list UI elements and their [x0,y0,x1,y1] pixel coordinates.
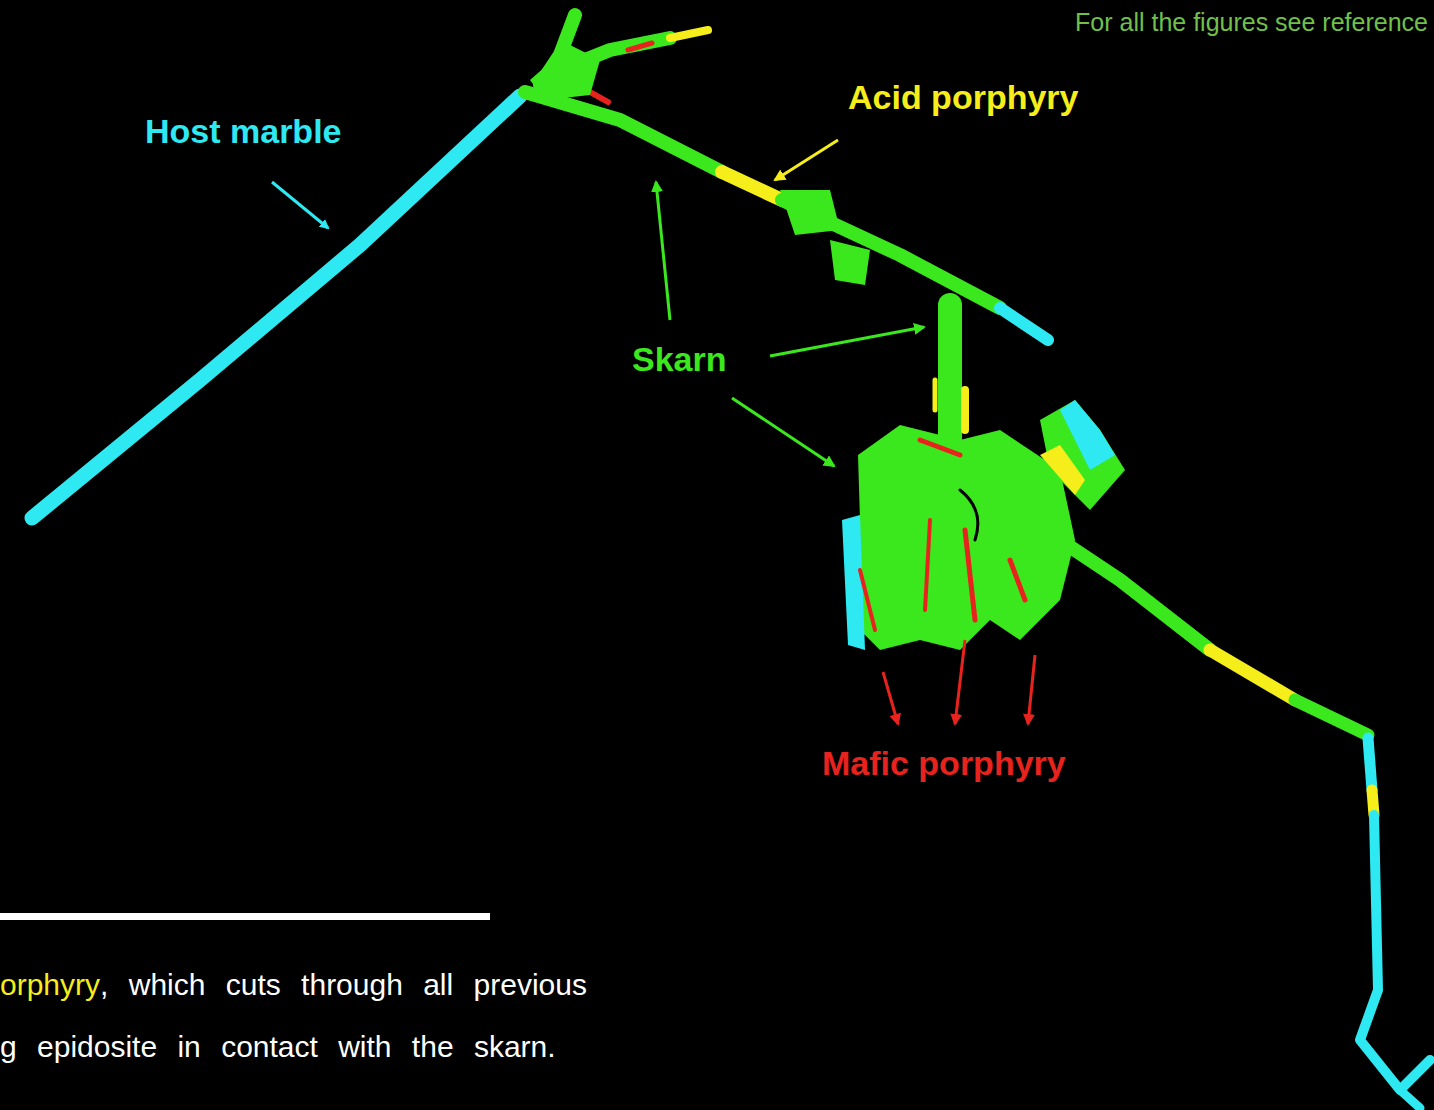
rock-label: Host marble [145,112,342,151]
caption-text: orphyry [0,968,100,1002]
reference-note: For all the figures see reference [1075,8,1428,37]
rock-label: Skarn [632,340,727,379]
leader-arrows [272,140,1035,724]
caption-text: g epidosite in contact with the skarn. [0,1030,556,1064]
tunnels [32,15,1430,1108]
divider-bar [0,913,490,920]
rock-label: Mafic porphyry [822,744,1066,783]
rock-label: Acid porphyry [848,78,1078,117]
caption-text: , which cuts through all previous [100,968,587,1002]
